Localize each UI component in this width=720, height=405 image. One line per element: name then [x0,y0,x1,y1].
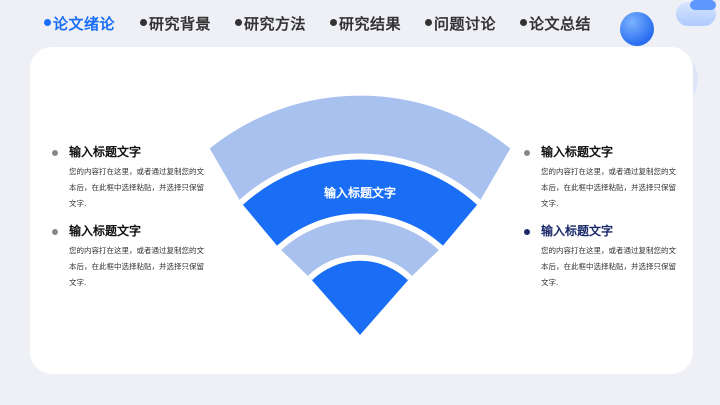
nav-dot-icon [425,19,432,26]
nav-tab-label: 论文绪论 [53,15,116,33]
nav-tab-5[interactable]: 问题讨论 [425,13,496,34]
nav-dot-icon [140,19,147,26]
nav-dot-icon [235,19,242,26]
nav-tab-label: 论文总结 [529,15,592,33]
left-item-2: 输入标题文字 您的内容打在这里，或者通过复制您的文本后，在此框中选择粘贴，并选择… [52,223,209,291]
decor-bubble-blue [620,12,654,46]
right-item-1: 输入标题文字 您的内容打在这里，或者通过复制您的文本后，在此框中选择粘贴，并选择… [524,144,681,212]
item-title: 输入标题文字 [69,145,142,159]
nav-tab-4[interactable]: 研究结果 [330,13,401,34]
fan-band-outer [209,95,511,203]
decor-pill-blue [690,0,716,10]
nav-tab-label: 研究结果 [339,15,402,33]
nav-tab-3[interactable]: 研究方法 [235,13,306,34]
top-nav: 论文绪论 研究背景 研究方法 研究结果 问题讨论 论文总结 [0,13,720,37]
item-body: 您的内容打在这里，或者通过复制您的文本后，在此框中选择粘贴，并选择只保留文字. [541,246,676,287]
item-title: 输入标题文字 [541,224,614,238]
right-item-2: 输入标题文字 您的内容打在这里，或者通过复制您的文本后，在此框中选择粘贴，并选择… [524,223,681,291]
fan-core [310,257,410,335]
item-body: 您的内容打在这里，或者通过复制您的文本后，在此框中选择粘贴，并选择只保留文字. [541,167,676,208]
nav-dot-icon [330,19,337,26]
bullet-icon [524,229,530,235]
nav-tab-2[interactable]: 研究背景 [140,13,211,34]
item-title: 输入标题文字 [69,224,142,238]
bullet-icon [524,150,530,156]
nav-tab-label: 研究背景 [149,15,212,33]
nav-dot-icon [520,19,527,26]
nav-tab-label: 研究方法 [244,15,307,33]
nav-tab-6[interactable]: 论文总结 [520,13,591,34]
nav-tab-label: 问题讨论 [434,15,497,33]
left-item-1: 输入标题文字 您的内容打在这里，或者通过复制您的文本后，在此框中选择粘贴，并选择… [52,144,209,212]
bullet-icon [52,229,58,235]
item-body: 您的内容打在这里，或者通过复制您的文本后，在此框中选择粘贴，并选择只保留文字. [69,246,204,287]
fan-band-2[interactable] [241,156,479,248]
nav-dot-icon [44,19,51,26]
item-body: 您的内容打在这里，或者通过复制您的文本后，在此框中选择粘贴，并选择只保留文字. [69,167,204,208]
item-title: 输入标题文字 [541,145,614,159]
bullet-icon [52,150,58,156]
fan-center-label: 输入标题文字 [324,185,396,200]
fan-band-3 [279,216,441,278]
nav-tab-1[interactable]: 论文绪论 [44,13,115,34]
